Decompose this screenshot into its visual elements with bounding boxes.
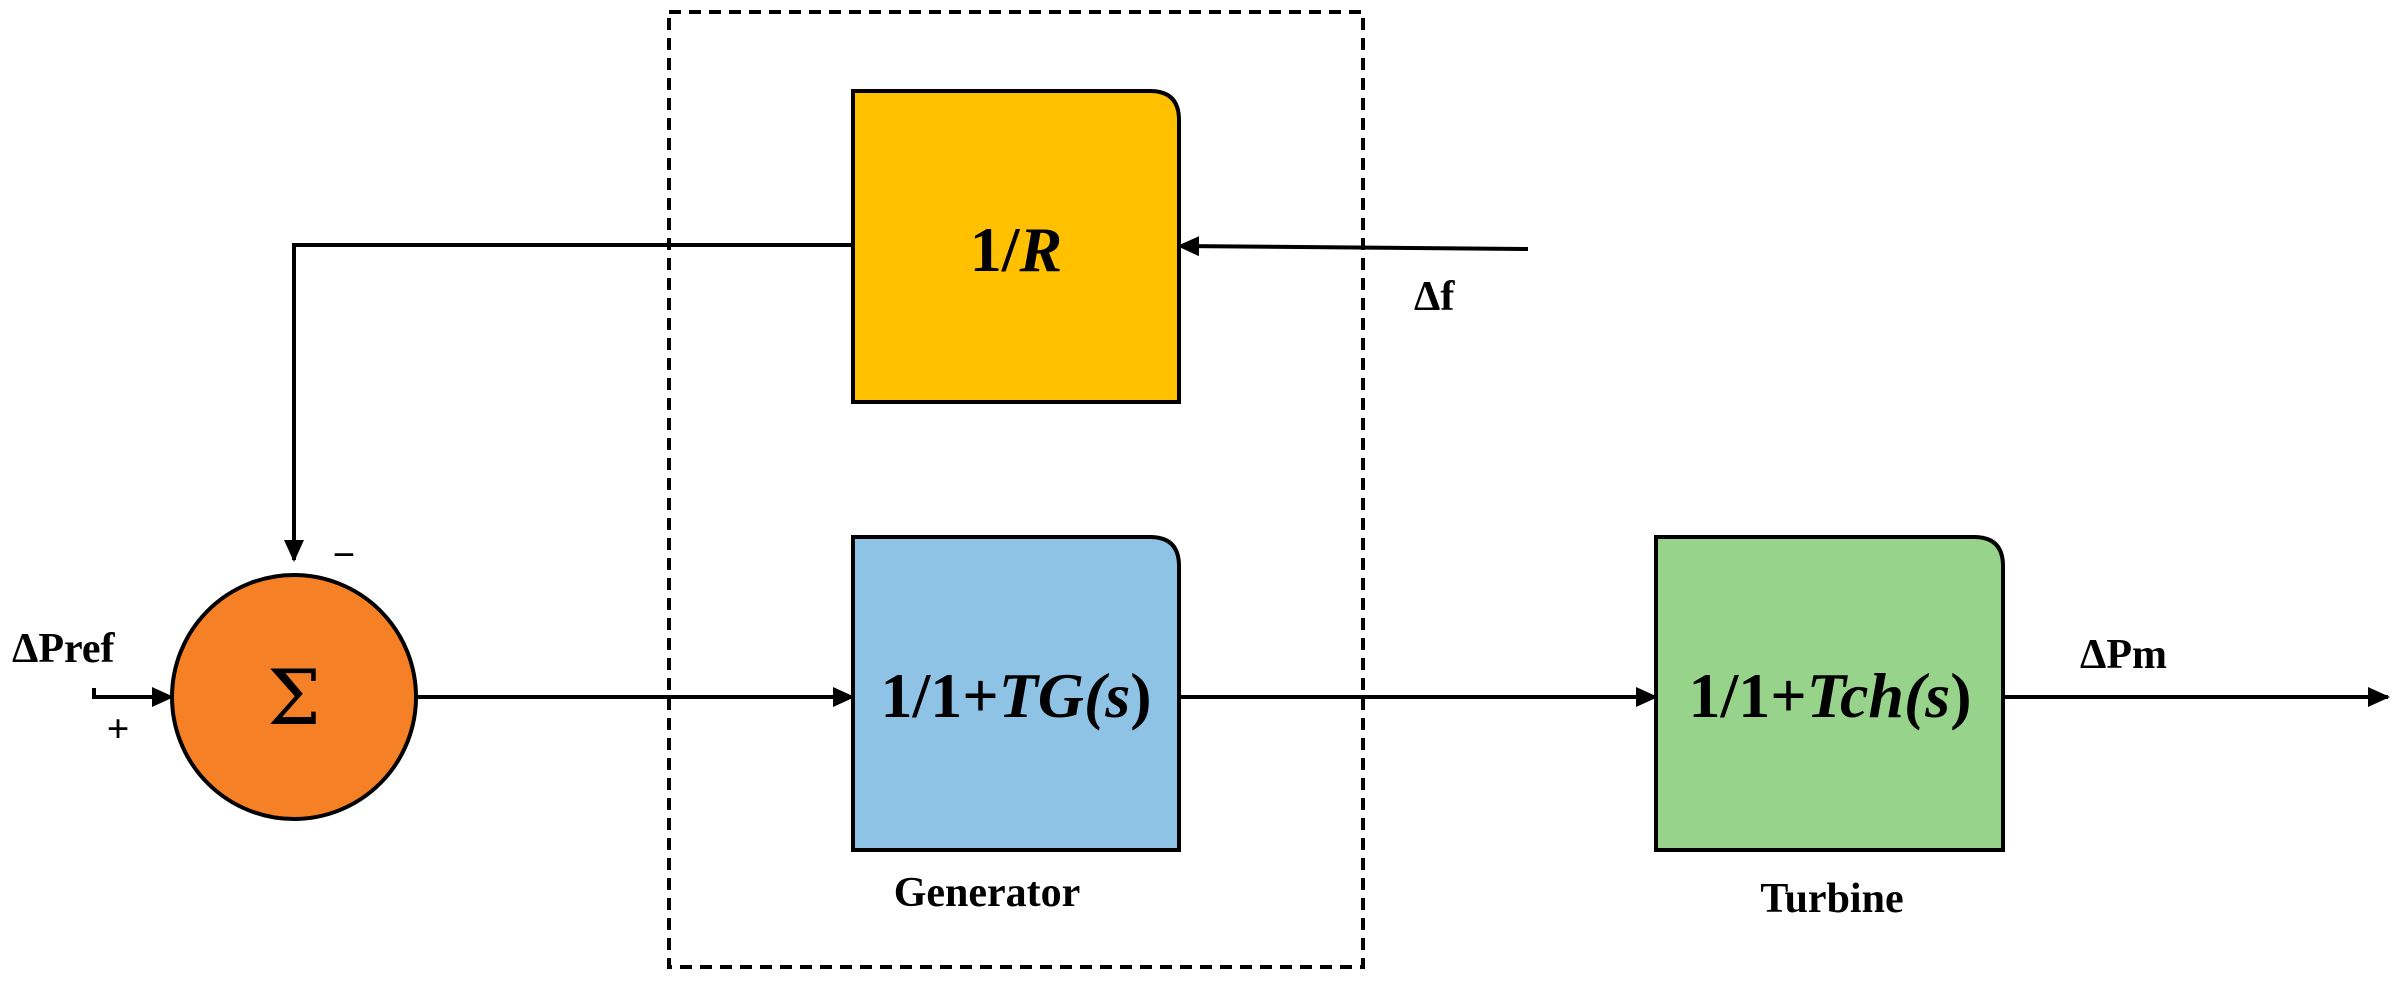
gain-block-label: 1/R	[970, 214, 1062, 285]
frequency-input-wire	[1177, 236, 1529, 257]
feedback-sign: −	[333, 532, 356, 577]
mechanical-power-label: ΔPm	[2080, 632, 2167, 678]
turbine-block-label: 1/1+Tch(s)	[1689, 660, 1972, 731]
gain-block: 1/R	[851, 89, 1181, 404]
turbine-block-shape	[1654, 535, 2005, 852]
reference-sign: +	[107, 706, 130, 751]
generator-block: 1/1+TG(s)	[851, 535, 1181, 852]
generator-block-label: 1/1+TG(s)	[880, 660, 1151, 731]
summing-junction-circle	[170, 573, 418, 821]
frequency-signal-label: Δf	[1414, 274, 1455, 320]
turbine-caption: Turbine	[1760, 876, 1903, 922]
sigma-symbol: Σ	[267, 653, 321, 742]
turbine-block: 1/1+Tch(s)	[1654, 535, 2005, 852]
reference-signal-label: ΔPref	[12, 626, 116, 672]
feedback-wire	[284, 243, 853, 562]
summing-junction: Σ	[170, 573, 418, 821]
generator-enclosure	[667, 10, 1365, 969]
reference-input-wire	[92, 687, 174, 707]
generator-caption: Generator	[894, 870, 1081, 916]
generator-block-shape	[851, 535, 1181, 852]
gain-block-shape	[851, 89, 1181, 404]
